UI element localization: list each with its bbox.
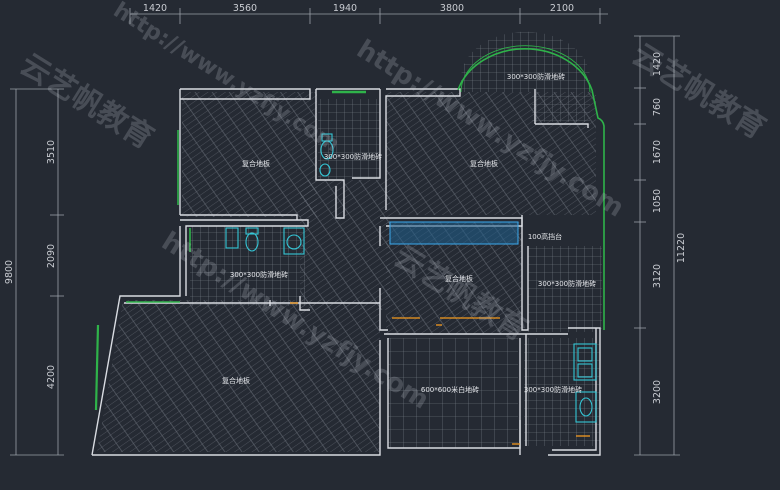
room-label-right-bottom: 300*300防滑地砖: [524, 385, 582, 394]
room-label-counter: 100高挡台: [528, 232, 562, 241]
dim-right-total: 11220: [676, 233, 687, 263]
floor-mid-bath: [190, 226, 305, 306]
room-label-right-strip: 300*300防滑地砖: [538, 279, 596, 288]
toilet-mid: [245, 227, 259, 252]
dim-left-total: 9800: [4, 260, 15, 284]
dim-top-3: 1940: [333, 3, 357, 14]
cabinet-mid: [225, 227, 239, 249]
kitchen-counter: [389, 221, 519, 245]
room-label-big-left: 复合地板: [222, 376, 250, 385]
dim-left-3: 4200: [46, 365, 57, 389]
room-label-top-left: 复合地板: [242, 159, 270, 168]
windows: [94, 45, 605, 411]
floor-top-left: [182, 92, 317, 217]
dim-top-4: 3800: [440, 3, 464, 14]
dim-top-2: 3560: [233, 3, 257, 14]
dim-right-4: 1050: [652, 189, 663, 213]
floor-corridor: [300, 180, 390, 310]
room-label-top-right: 复合地板: [470, 159, 498, 168]
accent-lines: [290, 302, 590, 445]
dim-top-1: 1420: [143, 3, 167, 14]
dimension-lines: [10, 8, 680, 456]
room-label-top-bath: 300*300防滑地砖: [324, 152, 382, 161]
watermark-cn-2: 云艺帆教育: [626, 37, 772, 146]
floor-big-left: [97, 300, 380, 452]
floor-kitchen: [388, 338, 518, 448]
dim-right-2: 760: [652, 98, 663, 116]
room-label-balcony-round: 300*300防滑地砖: [507, 72, 565, 81]
dim-right-1: 1420: [652, 52, 663, 76]
kitchen-sink: [573, 343, 597, 423]
room-label-kitchen: 600*600米白地砖: [421, 385, 479, 394]
toilet-top: [319, 133, 334, 177]
dimension-text: 1420 3560 1940 3800 2100 3510 2090 4200 …: [4, 3, 687, 404]
room-label-mid-bath: 300*300防滑地砖: [230, 270, 288, 279]
dim-left-2: 2090: [46, 244, 57, 268]
dim-top-5: 2100: [550, 3, 574, 14]
dim-right-5: 3120: [652, 264, 663, 288]
dim-left-1: 3510: [46, 140, 57, 164]
room-labels: 复合地板 300*300防滑地砖 复合地板 300*300防滑地砖 300*30…: [222, 72, 596, 394]
dim-right-3: 1670: [652, 140, 663, 164]
watermark-cn-1: 云艺帆教育: [14, 47, 160, 156]
washbasin-mid: [283, 227, 305, 255]
room-label-center: 复合地板: [445, 274, 473, 283]
fixtures: [225, 133, 597, 423]
floor-right-strip: [528, 246, 602, 332]
curved-balcony-window: [457, 47, 605, 330]
dim-right-6: 3200: [652, 380, 663, 404]
